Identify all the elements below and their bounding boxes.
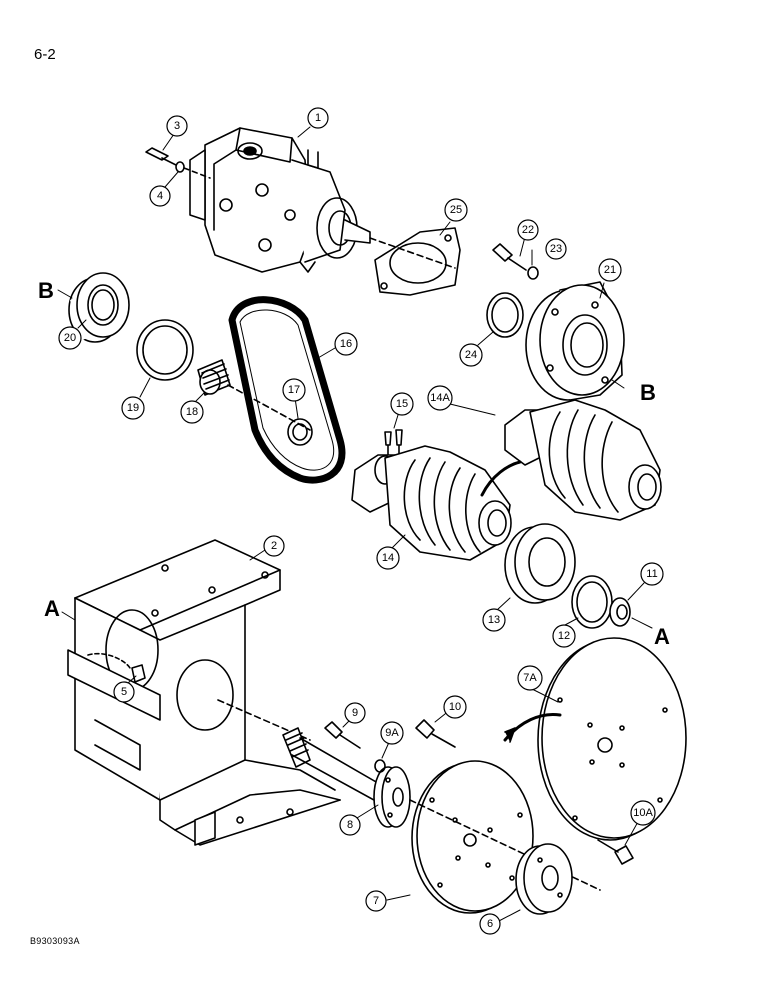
figure-code: B9303093A [30, 936, 80, 946]
stub-shaft [282, 727, 411, 828]
page-number: 6-2 [34, 46, 56, 63]
svg-text:3: 3 [174, 120, 180, 132]
callout-16: 16 [334, 332, 358, 356]
callout-12: 12 [552, 624, 576, 648]
flange-washer [527, 266, 539, 280]
svg-text:14: 14 [382, 552, 394, 564]
ref-letter-a-left: A [44, 596, 60, 621]
shaft-washer [374, 759, 386, 773]
alternate-drive-pulley [504, 399, 662, 521]
callout-21: 21 [598, 258, 622, 282]
callout-25: 25 [444, 198, 468, 222]
seal-washer-11 [609, 597, 631, 627]
callout-10: 10 [443, 695, 467, 719]
callout-22: 22 [517, 219, 539, 241]
svg-text:22: 22 [522, 224, 534, 236]
pump-washer [175, 161, 185, 173]
splined-coupler [197, 359, 231, 396]
callout-7a: 7A [517, 665, 543, 691]
snap-ring-12 [571, 575, 613, 629]
callout-7: 7 [365, 890, 387, 912]
svg-text:1: 1 [315, 112, 321, 124]
svg-text:5: 5 [121, 686, 127, 698]
disc-bolt [415, 719, 456, 748]
callout-9: 9 [344, 702, 366, 724]
callout-18: 18 [180, 400, 204, 424]
drive-pulley-shaft [351, 445, 512, 561]
callout-17: 17 [282, 378, 306, 402]
flange-bolt [492, 243, 527, 271]
pump-bolt [145, 147, 179, 167]
svg-text:12: 12 [558, 630, 570, 642]
ref-letter-b-right: B [640, 380, 656, 405]
callout-1: 1 [307, 107, 329, 129]
callout-15: 15 [390, 392, 414, 416]
svg-text:2: 2 [271, 540, 277, 552]
svg-text:6: 6 [487, 918, 493, 930]
svg-text:10: 10 [449, 701, 461, 713]
callout-10a: 10A [630, 800, 656, 826]
callout-5: 5 [113, 681, 135, 703]
shaft-bolt [324, 721, 361, 749]
hydraulic-pump [189, 127, 371, 273]
svg-text:9: 9 [352, 707, 358, 719]
snap-ring-24 [486, 292, 524, 338]
ref-letter-a-right: A [654, 624, 670, 649]
svg-text:13: 13 [488, 614, 500, 626]
callout-8: 8 [339, 814, 361, 836]
leader-lines [57, 126, 653, 923]
callout-6: 6 [479, 913, 501, 935]
drive-belt [228, 296, 346, 484]
svg-text:18: 18 [186, 406, 198, 418]
seal-17 [287, 418, 313, 446]
svg-text:19: 19 [127, 402, 139, 414]
svg-text:15: 15 [396, 398, 408, 410]
callout-14: 14 [376, 546, 400, 570]
callout-4: 4 [149, 185, 171, 207]
svg-text:21: 21 [604, 264, 616, 276]
callout-23: 23 [545, 238, 567, 260]
alternate-drive-disc [537, 637, 687, 841]
svg-text:11: 11 [646, 568, 657, 580]
callout-9a: 9A [380, 721, 404, 745]
frame-bolt [131, 664, 146, 683]
mounting-frame [67, 539, 341, 846]
callout-13: 13 [482, 608, 506, 632]
svg-text:25: 25 [450, 204, 462, 216]
svg-text:17: 17 [288, 384, 300, 396]
drive-disc [411, 760, 534, 914]
pump-gasket [374, 227, 461, 296]
snap-ring-19 [136, 319, 194, 381]
ref-letter-b-left: B [38, 278, 54, 303]
bearing-b [68, 272, 130, 343]
callout-11: 11 [640, 562, 664, 586]
svg-text:16: 16 [340, 338, 352, 350]
svg-text:20: 20 [64, 332, 76, 344]
bearing-13 [504, 523, 576, 604]
svg-text:7A: 7A [523, 672, 537, 684]
svg-text:7: 7 [373, 895, 379, 907]
drive-hub [515, 843, 573, 915]
callout-19: 19 [121, 396, 145, 420]
flange-housing [525, 281, 625, 401]
svg-text:9A: 9A [385, 727, 399, 739]
alt-disc-bolt [597, 839, 634, 865]
svg-text:14A: 14A [430, 392, 450, 404]
callout-20: 20 [58, 326, 82, 350]
svg-text:23: 23 [550, 243, 562, 255]
callout-3: 3 [166, 115, 188, 137]
grease-fittings [384, 429, 403, 463]
svg-text:8: 8 [347, 819, 353, 831]
callout-14a: 14A [427, 385, 453, 411]
callout-2: 2 [263, 535, 285, 557]
svg-text:4: 4 [157, 190, 163, 202]
svg-text:24: 24 [465, 349, 477, 361]
svg-text:10A: 10A [633, 807, 653, 819]
callout-24: 24 [459, 343, 483, 367]
